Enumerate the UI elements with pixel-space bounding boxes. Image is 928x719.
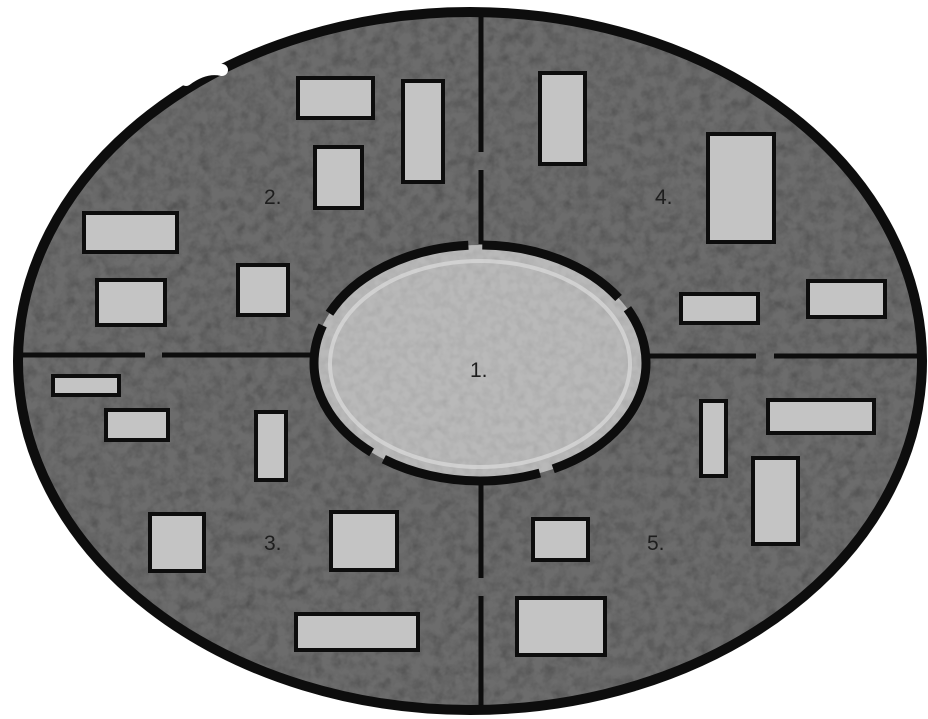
sample-window — [315, 147, 362, 208]
sample-window — [701, 401, 726, 476]
zone-label-3: 3. — [264, 533, 282, 554]
sample-window — [540, 73, 585, 164]
sample-window — [256, 412, 286, 480]
sample-window — [296, 614, 418, 650]
sample-window — [84, 213, 177, 252]
sample-window — [517, 598, 605, 655]
sample-window — [403, 81, 443, 182]
zone-label-5: 5. — [647, 533, 665, 554]
sample-window — [331, 512, 397, 570]
sample-window — [298, 78, 373, 118]
sample-window — [681, 294, 758, 323]
sample-window — [238, 265, 288, 315]
zone-label-2: 2. — [264, 187, 282, 208]
sample-window — [708, 134, 774, 242]
sample-window — [768, 400, 874, 433]
zone-label-1: 1. — [470, 360, 488, 381]
sample-window — [533, 519, 588, 560]
sample-window — [106, 410, 168, 440]
sample-window — [753, 458, 798, 544]
sample-window — [97, 280, 165, 325]
sample-window — [53, 376, 119, 395]
zone-label-4: 4. — [655, 187, 673, 208]
sample-window — [150, 514, 204, 571]
sample-window — [808, 281, 885, 317]
